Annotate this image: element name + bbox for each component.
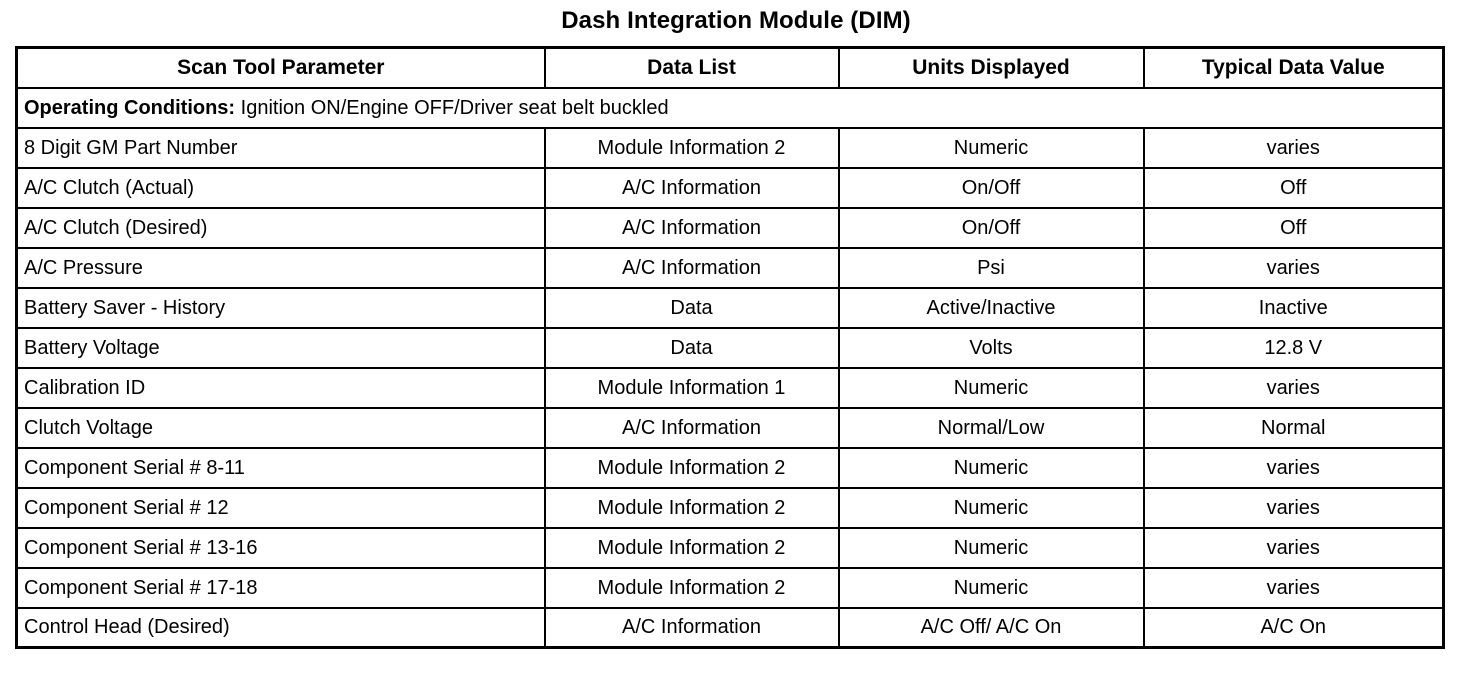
cell-scan-tool-parameter: Battery Voltage	[15, 326, 546, 369]
cell-units-displayed: Normal/Low	[837, 406, 1145, 449]
cell-typical-data-value: varies	[1142, 486, 1445, 529]
cell-data-list: Module Information 2	[543, 566, 840, 609]
cell-data-list: Data	[543, 326, 840, 369]
cell-scan-tool-parameter: A/C Pressure	[15, 246, 546, 289]
cell-units-displayed: Active/Inactive	[837, 286, 1145, 329]
cell-scan-tool-parameter: Component Serial # 8-11	[15, 446, 546, 489]
operating-conditions-label: Operating Conditions:	[24, 96, 236, 119]
table-header-row: Scan Tool Parameter Data List Units Disp…	[15, 46, 1445, 89]
cell-units-displayed: Numeric	[837, 126, 1145, 169]
cell-data-list: Module Information 2	[543, 526, 840, 569]
cell-data-list: A/C Information	[543, 606, 840, 649]
cell-scan-tool-parameter: A/C Clutch (Actual)	[15, 166, 546, 209]
column-header-units-displayed: Units Displayed	[837, 46, 1145, 89]
cell-scan-tool-parameter: Component Serial # 17-18	[15, 566, 546, 609]
cell-typical-data-value: 12.8 V	[1142, 326, 1445, 369]
cell-scan-tool-parameter: Clutch Voltage	[15, 406, 546, 449]
cell-units-displayed: On/Off	[837, 206, 1145, 249]
cell-typical-data-value: varies	[1142, 526, 1445, 569]
dim-parameter-table-wrapper: Scan Tool Parameter Data List Units Disp…	[15, 46, 1445, 649]
cell-data-list: A/C Information	[543, 166, 840, 209]
cell-scan-tool-parameter: Calibration ID	[15, 366, 546, 409]
cell-typical-data-value: Off	[1142, 206, 1445, 249]
cell-typical-data-value: Normal	[1142, 406, 1445, 449]
cell-typical-data-value: Inactive	[1142, 286, 1445, 329]
cell-units-displayed: On/Off	[837, 166, 1145, 209]
cell-scan-tool-parameter: Control Head (Desired)	[15, 606, 546, 649]
cell-typical-data-value: Off	[1142, 166, 1445, 209]
cell-scan-tool-parameter: 8 Digit GM Part Number	[15, 126, 546, 169]
dim-parameter-table: Scan Tool Parameter Data List Units Disp…	[15, 46, 1445, 649]
operating-conditions-text: Ignition ON/Engine OFF/Driver seat belt …	[235, 96, 669, 119]
cell-units-displayed: Volts	[837, 326, 1145, 369]
cell-data-list: Module Information 2	[543, 126, 840, 169]
cell-typical-data-value: varies	[1142, 446, 1445, 489]
cell-typical-data-value: A/C On	[1142, 606, 1445, 649]
cell-typical-data-value: varies	[1142, 126, 1445, 169]
table-header: Scan Tool Parameter Data List Units Disp…	[15, 46, 1445, 89]
cell-data-list: Module Information 1	[543, 366, 840, 409]
cell-typical-data-value: varies	[1142, 366, 1445, 409]
cell-data-list: A/C Information	[543, 406, 840, 449]
cell-scan-tool-parameter: Component Serial # 13-16	[15, 526, 546, 569]
cell-units-displayed: Numeric	[837, 366, 1145, 409]
cell-units-displayed: Numeric	[837, 526, 1145, 569]
cell-typical-data-value: varies	[1142, 246, 1445, 289]
operating-conditions-row: Operating Conditions: Ignition ON/Engine…	[15, 86, 1445, 129]
page-title: Dash Integration Module (DIM)	[561, 7, 911, 34]
cell-data-list: A/C Information	[543, 206, 840, 249]
cell-scan-tool-parameter: Component Serial # 12	[15, 486, 546, 529]
cell-units-displayed: Psi	[837, 246, 1145, 289]
column-header-scan-tool-parameter: Scan Tool Parameter	[15, 46, 546, 89]
table-body: Operating Conditions: Ignition ON/Engine…	[15, 86, 1445, 649]
cell-data-list: A/C Information	[543, 246, 840, 289]
cell-units-displayed: A/C Off/ A/C On	[837, 606, 1145, 649]
cell-scan-tool-parameter: Battery Saver - History	[15, 286, 546, 329]
cell-units-displayed: Numeric	[837, 566, 1145, 609]
cell-units-displayed: Numeric	[837, 446, 1145, 489]
cell-data-list: Module Information 2	[543, 446, 840, 489]
column-header-data-list: Data List	[543, 46, 840, 89]
operating-conditions-cell: Operating Conditions: Ignition ON/Engine…	[15, 86, 1445, 129]
cell-units-displayed: Numeric	[837, 486, 1145, 529]
cell-data-list: Module Information 2	[543, 486, 840, 529]
cell-data-list: Data	[543, 286, 840, 329]
cell-scan-tool-parameter: A/C Clutch (Desired)	[15, 206, 546, 249]
column-header-typical-data-value: Typical Data Value	[1142, 46, 1445, 89]
cell-typical-data-value: varies	[1142, 566, 1445, 609]
